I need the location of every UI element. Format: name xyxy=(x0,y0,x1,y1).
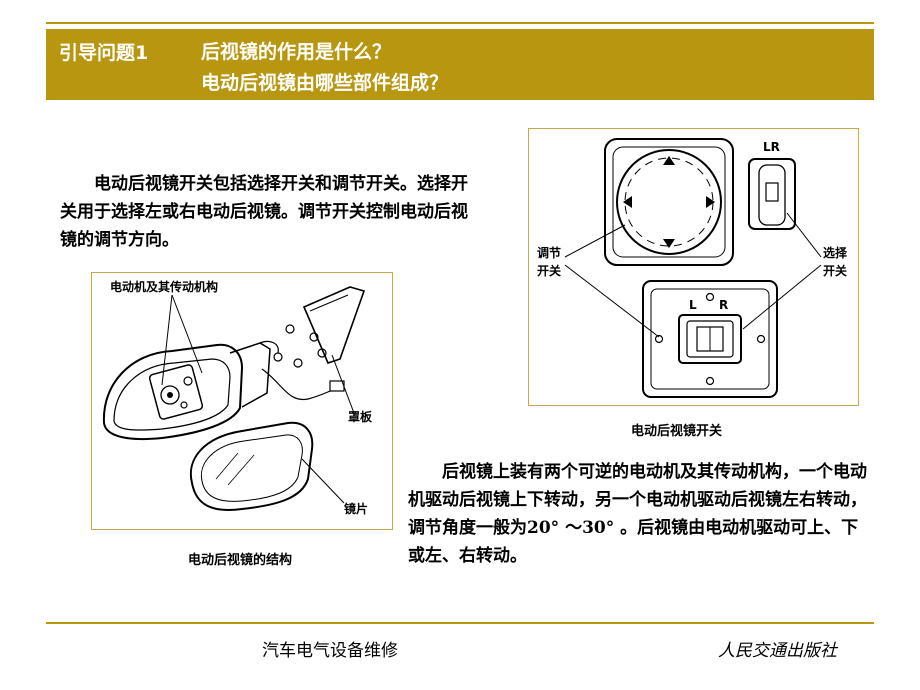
switch-figure: LR L R 调节 开关 选择 开关 xyxy=(528,128,859,406)
mirror-structure-drawing: 电动机及其传动机构 罩板 镜片 xyxy=(102,279,373,516)
question-line-1: 后视镜的作用是什么？ xyxy=(201,41,392,63)
top-divider xyxy=(46,22,874,24)
footer-publisher: 人民交通出版社 xyxy=(718,641,837,661)
label-select-2: 开关 xyxy=(823,263,847,278)
switch-caption: 电动后视镜开关 xyxy=(631,424,723,439)
bottom-divider xyxy=(46,622,874,624)
title-banner: 引导问题1 后视镜的作用是什么？ 电动后视镜由哪些部件组成？ xyxy=(46,29,874,100)
label-lr: LR xyxy=(763,140,780,154)
structure-caption: 电动后视镜的结构 xyxy=(188,553,293,568)
switch-description: 电动后视镜开关包括选择开关和调节开关。选择开关用于选择左或右电动后视镜。调节开关… xyxy=(60,174,468,250)
label-adjust-1: 调节 xyxy=(537,245,561,260)
footer-course-title: 汽车电气设备维修 xyxy=(262,641,398,661)
label-select-1: 选择 xyxy=(823,245,848,260)
switch-drawing: LR L R 调节 开关 选择 开关 xyxy=(537,138,848,398)
question-line-2: 电动后视镜由哪些部件组成？ xyxy=(201,72,449,94)
label-l: L xyxy=(689,298,697,312)
label-mirror-glass: 镜片 xyxy=(344,501,368,516)
label-cover-plate: 罩板 xyxy=(348,409,373,424)
motor-description: 后视镜上装有两个可逆的电动机及其传动机构，一个电动机驱动后视镜上下转动，另一个电… xyxy=(408,462,867,566)
mirror-structure-figure: 电动机及其传动机构 罩板 镜片 xyxy=(91,272,393,530)
label-adjust-2: 开关 xyxy=(537,263,561,278)
label-r: R xyxy=(719,298,728,312)
question-label: 引导问题1 xyxy=(59,42,149,64)
label-motor-mechanism: 电动机及其传动机构 xyxy=(110,279,218,294)
